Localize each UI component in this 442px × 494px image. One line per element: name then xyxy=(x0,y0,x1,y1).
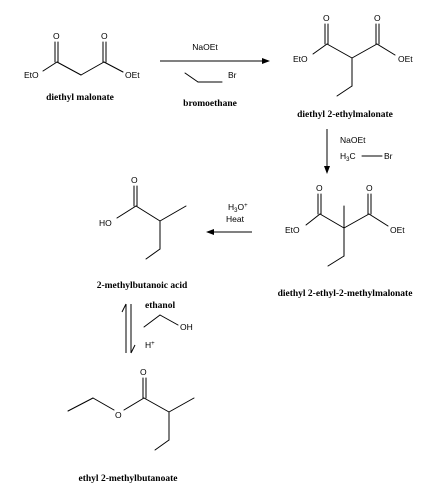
ethoxy-label: OEt xyxy=(398,54,413,64)
reaction-arrow-step1 xyxy=(160,58,270,64)
reagent-acid-catalyst: H+ xyxy=(145,340,155,350)
bond xyxy=(56,61,82,76)
carbonyl-oxygen-label: O xyxy=(140,367,147,377)
ethoxy-label: EtO xyxy=(285,225,300,235)
compound-name-ethyl-2-methylbutanoate: ethyl 2-methylbutanoate xyxy=(79,474,178,484)
bond xyxy=(319,213,345,229)
bond xyxy=(312,43,328,55)
bond xyxy=(159,314,179,326)
bond xyxy=(368,213,389,227)
carbonyl-oxygen-label: O xyxy=(323,13,330,23)
arrow-half-head xyxy=(121,303,127,313)
carbonyl-oxygen-label: O xyxy=(374,13,381,23)
hydroxyl-label: HO xyxy=(99,218,112,228)
methyl-label: H3C xyxy=(340,151,356,163)
reagent-name-bromoethane: bromoethane xyxy=(183,99,237,109)
h3o-sub: 3 xyxy=(234,208,238,214)
ethoxy-label: OEt xyxy=(125,70,140,80)
h3c-h: H xyxy=(340,151,346,161)
bond xyxy=(143,397,170,413)
arrow-head xyxy=(324,166,330,174)
bond xyxy=(135,205,161,222)
diethyl-2-ethyl-2-methylmalonate-structure: O O EtO OEt xyxy=(285,183,405,267)
bond xyxy=(116,205,137,219)
h3o-sup: + xyxy=(244,203,248,209)
ether-oxygen-label: O xyxy=(115,410,122,420)
bond xyxy=(184,72,199,83)
bond xyxy=(123,397,145,411)
2-methylbutanoic-acid-structure: O HO xyxy=(99,175,187,260)
carbonyl-oxygen-label: O xyxy=(131,175,138,185)
ethanol-structure: OH xyxy=(143,314,193,332)
arrow-head xyxy=(206,229,214,235)
h3o-h: H xyxy=(228,202,234,212)
bond xyxy=(92,397,115,411)
compound-name-2-methylbutanoic-acid: 2-methylbutanoic acid xyxy=(97,281,188,291)
hydroxyl-label: OH xyxy=(180,322,193,332)
h3c-sub: 3 xyxy=(346,157,350,163)
bond xyxy=(336,85,353,97)
bond xyxy=(67,397,94,412)
bromine-label: Br xyxy=(228,70,237,80)
diethyl-malonate-structure: O O EtO OEt xyxy=(24,31,140,80)
bond xyxy=(168,397,195,413)
ethyl-2-methylbutanoate-structure: O O xyxy=(67,367,195,451)
bond xyxy=(343,213,370,229)
h-plus-sup: + xyxy=(151,341,155,347)
arrow-half-head xyxy=(130,344,136,354)
carbonyl-oxygen-label: O xyxy=(366,183,373,193)
bromine-label: Br xyxy=(384,151,393,161)
bond xyxy=(305,213,321,226)
bond xyxy=(42,61,58,72)
arrow-head xyxy=(262,58,270,64)
h3c-c: C xyxy=(349,151,355,161)
bond xyxy=(351,43,378,59)
carbonyl-oxygen-label: O xyxy=(53,31,60,41)
reagent-name-ethanol: ethanol xyxy=(145,301,175,311)
reagent-heat: Heat xyxy=(226,214,245,224)
ethoxy-label: EtO xyxy=(293,54,308,64)
bond xyxy=(145,248,161,260)
bond xyxy=(154,439,170,451)
compound-name-diethyl-2-ethyl-2-methylmalonate: diethyl 2-ethyl-2-methylmalonate xyxy=(278,289,413,299)
carbonyl-oxygen-label: O xyxy=(101,31,108,41)
reagent-naoet: NaOEt xyxy=(340,135,366,145)
bond xyxy=(80,61,105,76)
reagent-hydronium: H3O+ xyxy=(228,202,248,214)
bond xyxy=(159,205,187,222)
ethoxy-label: EtO xyxy=(24,70,39,80)
bond xyxy=(143,314,161,328)
compound-name-diethyl-2-ethylmalonate: diethyl 2-ethylmalonate xyxy=(297,110,393,120)
bromoethane-structure: Br xyxy=(184,70,237,83)
carbonyl-oxygen-label: O xyxy=(316,183,323,193)
reaction-arrow-step3 xyxy=(206,229,252,235)
equilibrium-arrows-step4 xyxy=(121,303,136,354)
compound-name-diethyl-malonate: diethyl malonate xyxy=(46,93,114,103)
bond xyxy=(103,61,124,73)
reagent-naoet: NaOEt xyxy=(192,42,218,52)
h-plus-h: H xyxy=(145,340,151,350)
ethoxy-label: OEt xyxy=(390,225,405,235)
reaction-arrow-step2 xyxy=(324,129,330,174)
bond xyxy=(376,43,396,56)
h3o-o: O xyxy=(237,202,244,212)
methyl-bromide-structure: H3C Br xyxy=(340,151,393,163)
bond xyxy=(326,43,353,59)
bond xyxy=(327,255,345,267)
diethyl-2-ethylmalonate-structure: O O EtO OEt xyxy=(293,13,413,97)
